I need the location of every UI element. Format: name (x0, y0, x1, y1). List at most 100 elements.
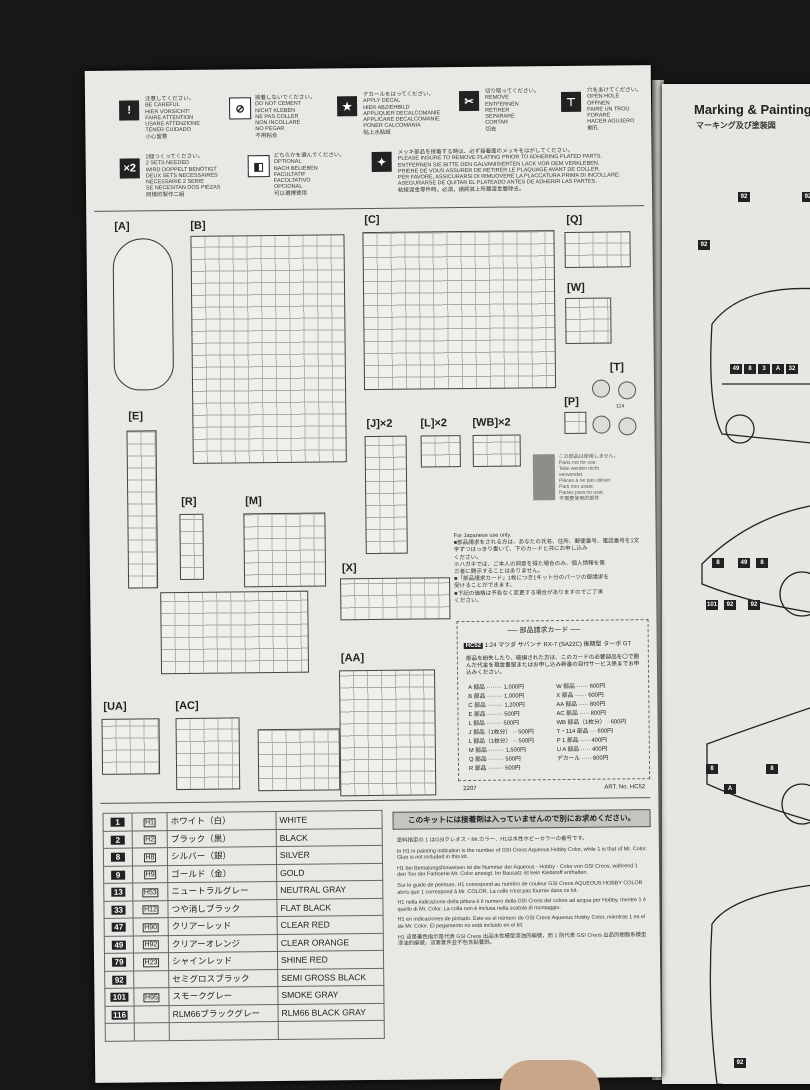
paint-name-jp: RLM66ブラックグレー (169, 1004, 279, 1023)
paint-name-jp: シルバー（銀） (167, 846, 277, 866)
runner-l (420, 435, 461, 468)
adhesive-note: このキットには接着剤は入っていませんので別にお求めください。 (392, 809, 651, 830)
marking-title: Marking & Painting (694, 102, 810, 117)
marking-callout: 8 (712, 558, 724, 568)
paint-number: 47 (111, 922, 126, 933)
aqueous-code: H90 (142, 923, 160, 933)
art-number: ART. No. HC52 (604, 784, 646, 791)
runner-label-j: [J]×2 (366, 417, 393, 431)
runner-b (190, 234, 347, 464)
paint-name-jp: クリアーレッド (168, 916, 278, 936)
date-code: 2207 (463, 785, 477, 793)
runner-label-t: [T] (609, 361, 624, 374)
aqueous-code: H53 (141, 888, 159, 898)
runner-wb (472, 434, 521, 467)
marking-callout: 3 (758, 364, 770, 374)
runner-label-q: [Q] (566, 213, 583, 226)
paint-name-en: GOLD (276, 862, 383, 882)
aqueous-code: H95 (142, 993, 160, 1003)
runner-label-e: [E] (128, 410, 144, 423)
runner-label-r: [R] (181, 495, 197, 509)
divider (100, 797, 651, 804)
marking-callout: 92 (738, 192, 750, 202)
marking-callout: 92 (698, 240, 710, 250)
car-illustrations (701, 287, 810, 1084)
tire (618, 417, 637, 436)
caution-icon: ! (119, 100, 140, 121)
runner-label-w: [W] (566, 281, 585, 294)
paint-name-en: BLACK (276, 827, 383, 847)
paint-name-en: SILVER (276, 845, 383, 865)
price-row: R 部品 ········ 500円 (469, 765, 521, 773)
runner-label-c: [C] (364, 213, 380, 227)
unused-swatch (532, 454, 556, 501)
no-cement-icon: ⊘ (229, 97, 252, 120)
card-intro: 部品を紛失したり、破損された方は、このカードの必要部品を〇で囲んだ代金を現金書留… (465, 654, 640, 677)
marking-callout: A (724, 784, 736, 794)
drill-icon: ⊤ (560, 91, 582, 113)
runner-m-lower (160, 590, 310, 675)
paint-number: 116 (111, 1010, 129, 1020)
runner-c (362, 230, 557, 391)
runner-label-p: [P] (564, 395, 579, 408)
paint-number: 1 (110, 817, 125, 828)
runner-label-wb: [WB]×2 (472, 416, 511, 429)
runner-label-m: [M] (245, 495, 262, 508)
runner-label-ac: [AC] (175, 699, 199, 713)
paint-name-en: WHITE (275, 810, 383, 830)
runner-q (564, 231, 631, 268)
paint-name-en: CLEAR RED (277, 915, 384, 935)
tire-count: 114 (616, 403, 625, 410)
marking-callout: 8 (756, 558, 768, 568)
unused-parts-note: この部品は使用しません。Parts not for use.Teile werd… (532, 453, 622, 506)
paint-name-en: SMOKE GRAY (277, 985, 384, 1005)
runner-label-l: [L]×2 (420, 417, 448, 430)
paint-number: 8 (110, 852, 126, 863)
paint-name-en: FLAT BLACK (276, 897, 384, 917)
paint-name-jp: ブラック（黒） (167, 829, 277, 848)
tire (617, 381, 637, 400)
marking-subtitle: マーキング及び塗装図 (696, 121, 776, 130)
aqueous-code: H8 (143, 853, 157, 863)
paint-name-en: RLM66 BLACK GRAY (277, 1002, 385, 1022)
price-row: WB 部品（1枚分） · 600円 (556, 719, 627, 727)
paint-name-en: NEUTRAL GRAY (276, 880, 383, 900)
paint-name-jp: ゴールド（金） (167, 864, 277, 883)
runner-r (179, 513, 205, 581)
marking-callout: 32 (786, 364, 798, 374)
runner-label-ua: [UA] (103, 700, 127, 713)
runner-aa (339, 669, 437, 797)
marking-callout: 8 (706, 764, 718, 774)
runner-e (126, 430, 159, 589)
decal-icon: ★ (336, 96, 358, 117)
paint-number: 33 (111, 905, 126, 915)
marking-callout: 92 (802, 192, 810, 202)
cut-icon: ✂ (458, 90, 480, 112)
aqueous-code: H12 (142, 905, 159, 915)
price-row: デカール ····· 800円 (556, 755, 609, 763)
aqueous-code: H92 (142, 940, 160, 950)
runner-w (565, 297, 612, 344)
paint-number: 9 (111, 870, 126, 880)
body-shell (112, 238, 175, 391)
twice-icon: ×2 (119, 158, 140, 179)
aqueous-code: H2 (143, 835, 157, 845)
runner-x (340, 577, 451, 621)
thumb (500, 1060, 600, 1090)
marking-page: Marking & Painting マーキング及び塗装図 92 92 92 4… (662, 84, 810, 1084)
warning-plating: メッキ部品を接着する時は、必ず接着面のメッキをはがしてください。PLEASE I… (397, 147, 621, 194)
paint-name-jp (169, 1021, 279, 1041)
runner-ac (175, 717, 241, 791)
paint-name-en (278, 1020, 385, 1040)
marking-callout: 8 (744, 364, 756, 374)
paint-name-jp: シャインレッド (168, 951, 278, 971)
aqueous-code: H23 (142, 958, 160, 968)
optional-icon: ◧ (247, 155, 270, 178)
aqueous-code: H1 (143, 818, 157, 828)
